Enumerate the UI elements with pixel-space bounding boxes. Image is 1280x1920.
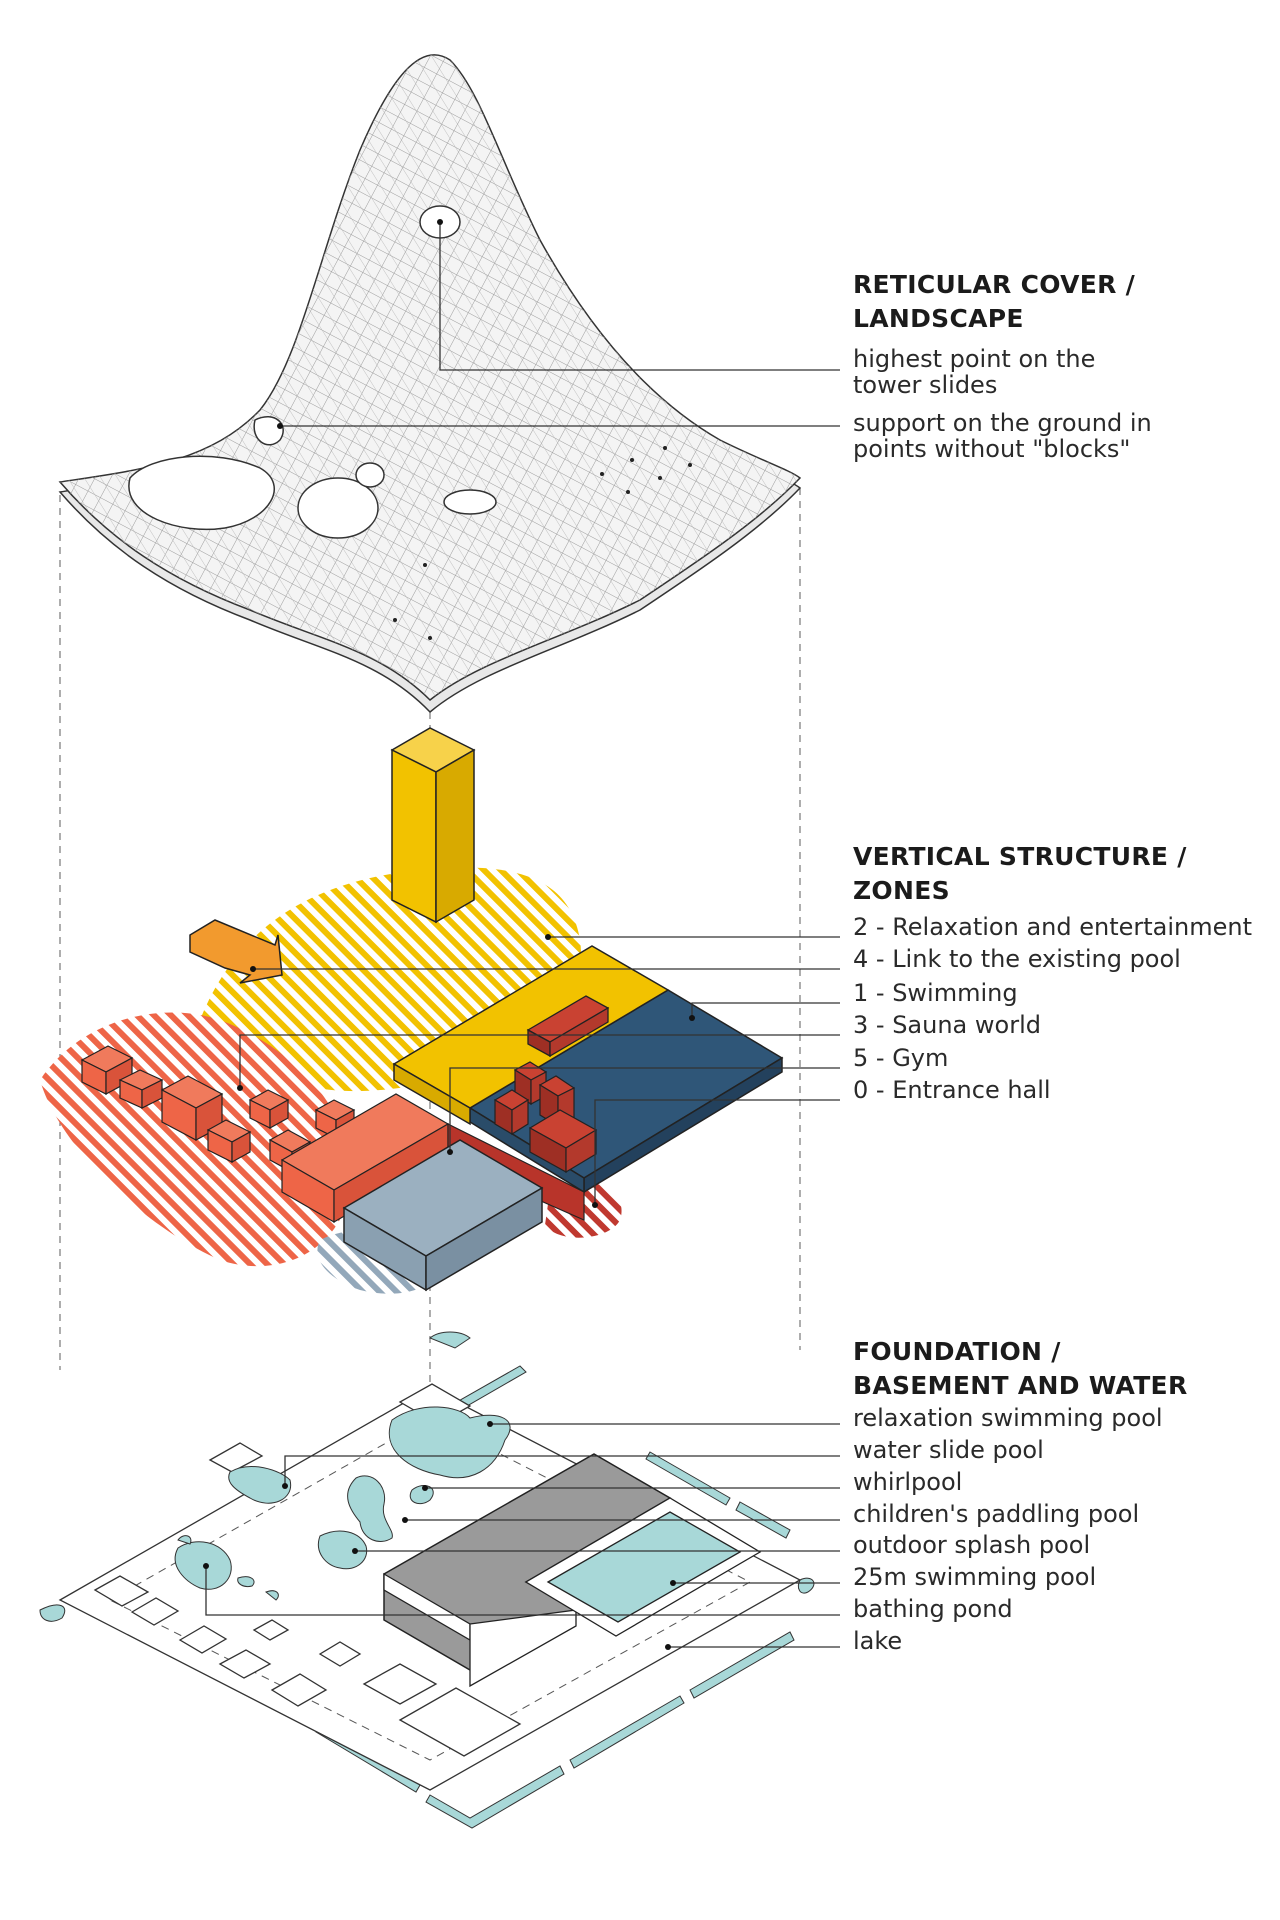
sauna-blocks <box>493 1061 598 1174</box>
foundation-title-line2: BASEMENT AND WATER <box>853 1371 1188 1400</box>
relaxation-pool <box>389 1406 511 1479</box>
zone-label-sauna: 3 - Sauna world <box>853 1011 1041 1039</box>
water-slide-pool <box>228 1466 292 1504</box>
cover-title-line2: LANDSCAPE <box>853 304 1024 333</box>
entrance-hall-block <box>342 1139 544 1292</box>
water-label-relaxation-pool: relaxation swimming pool <box>853 1404 1163 1432</box>
foundation-leaders <box>205 1423 840 1648</box>
zone-label-gym: 5 - Gym <box>853 1044 949 1072</box>
structure-title-line1: VERTICAL STRUCTURE / <box>853 842 1187 871</box>
cover-label-1-line1: highest point on the <box>853 345 1096 373</box>
water-label-lake: lake <box>853 1627 903 1655</box>
foundation-title-line1: FOUNDATION / <box>853 1337 1061 1366</box>
zone-label-link: 4 - Link to the existing pool <box>853 945 1181 973</box>
zones-layer <box>40 727 784 1294</box>
zone-label-relaxation: 2 - Relaxation and entertainment <box>853 913 1252 941</box>
orange-arrow <box>189 919 283 984</box>
water-label-25m-pool: 25m swimming pool <box>853 1563 1097 1591</box>
water-label-splash-pool: outdoor splash pool <box>853 1531 1091 1559</box>
cover-label-2-line1: support on the ground in <box>853 409 1152 437</box>
cover-label-2-line2: points without "blocks" <box>853 435 1131 463</box>
water-label-bathing-pond: bathing pond <box>853 1595 1013 1623</box>
reticular-cover-roof <box>58 54 802 714</box>
yellow-tower <box>390 727 476 924</box>
sauna-block-top <box>526 995 610 1058</box>
structure-title-line2: ZONES <box>853 876 950 905</box>
zones-leaders <box>239 936 840 1205</box>
cover-leaders <box>280 222 840 427</box>
basement-l-shape <box>383 1453 762 1688</box>
cover-label-1-line2: tower slides <box>853 371 998 399</box>
zone-label-entrance: 0 - Entrance hall <box>853 1076 1051 1104</box>
outdoor-splash-pool <box>318 1530 368 1570</box>
childrens-paddling-pool <box>347 1475 393 1542</box>
water-label-whirlpool: whirlpool <box>853 1468 963 1496</box>
water-label-slide-pool: water slide pool <box>853 1436 1044 1464</box>
foundation-layer <box>39 1331 815 1829</box>
zone-label-swimming: 1 - Swimming <box>853 979 1018 1007</box>
water-label-paddling-pool: children's paddling pool <box>853 1500 1140 1528</box>
cover-title-line1: RETICULAR COVER / <box>853 270 1136 299</box>
